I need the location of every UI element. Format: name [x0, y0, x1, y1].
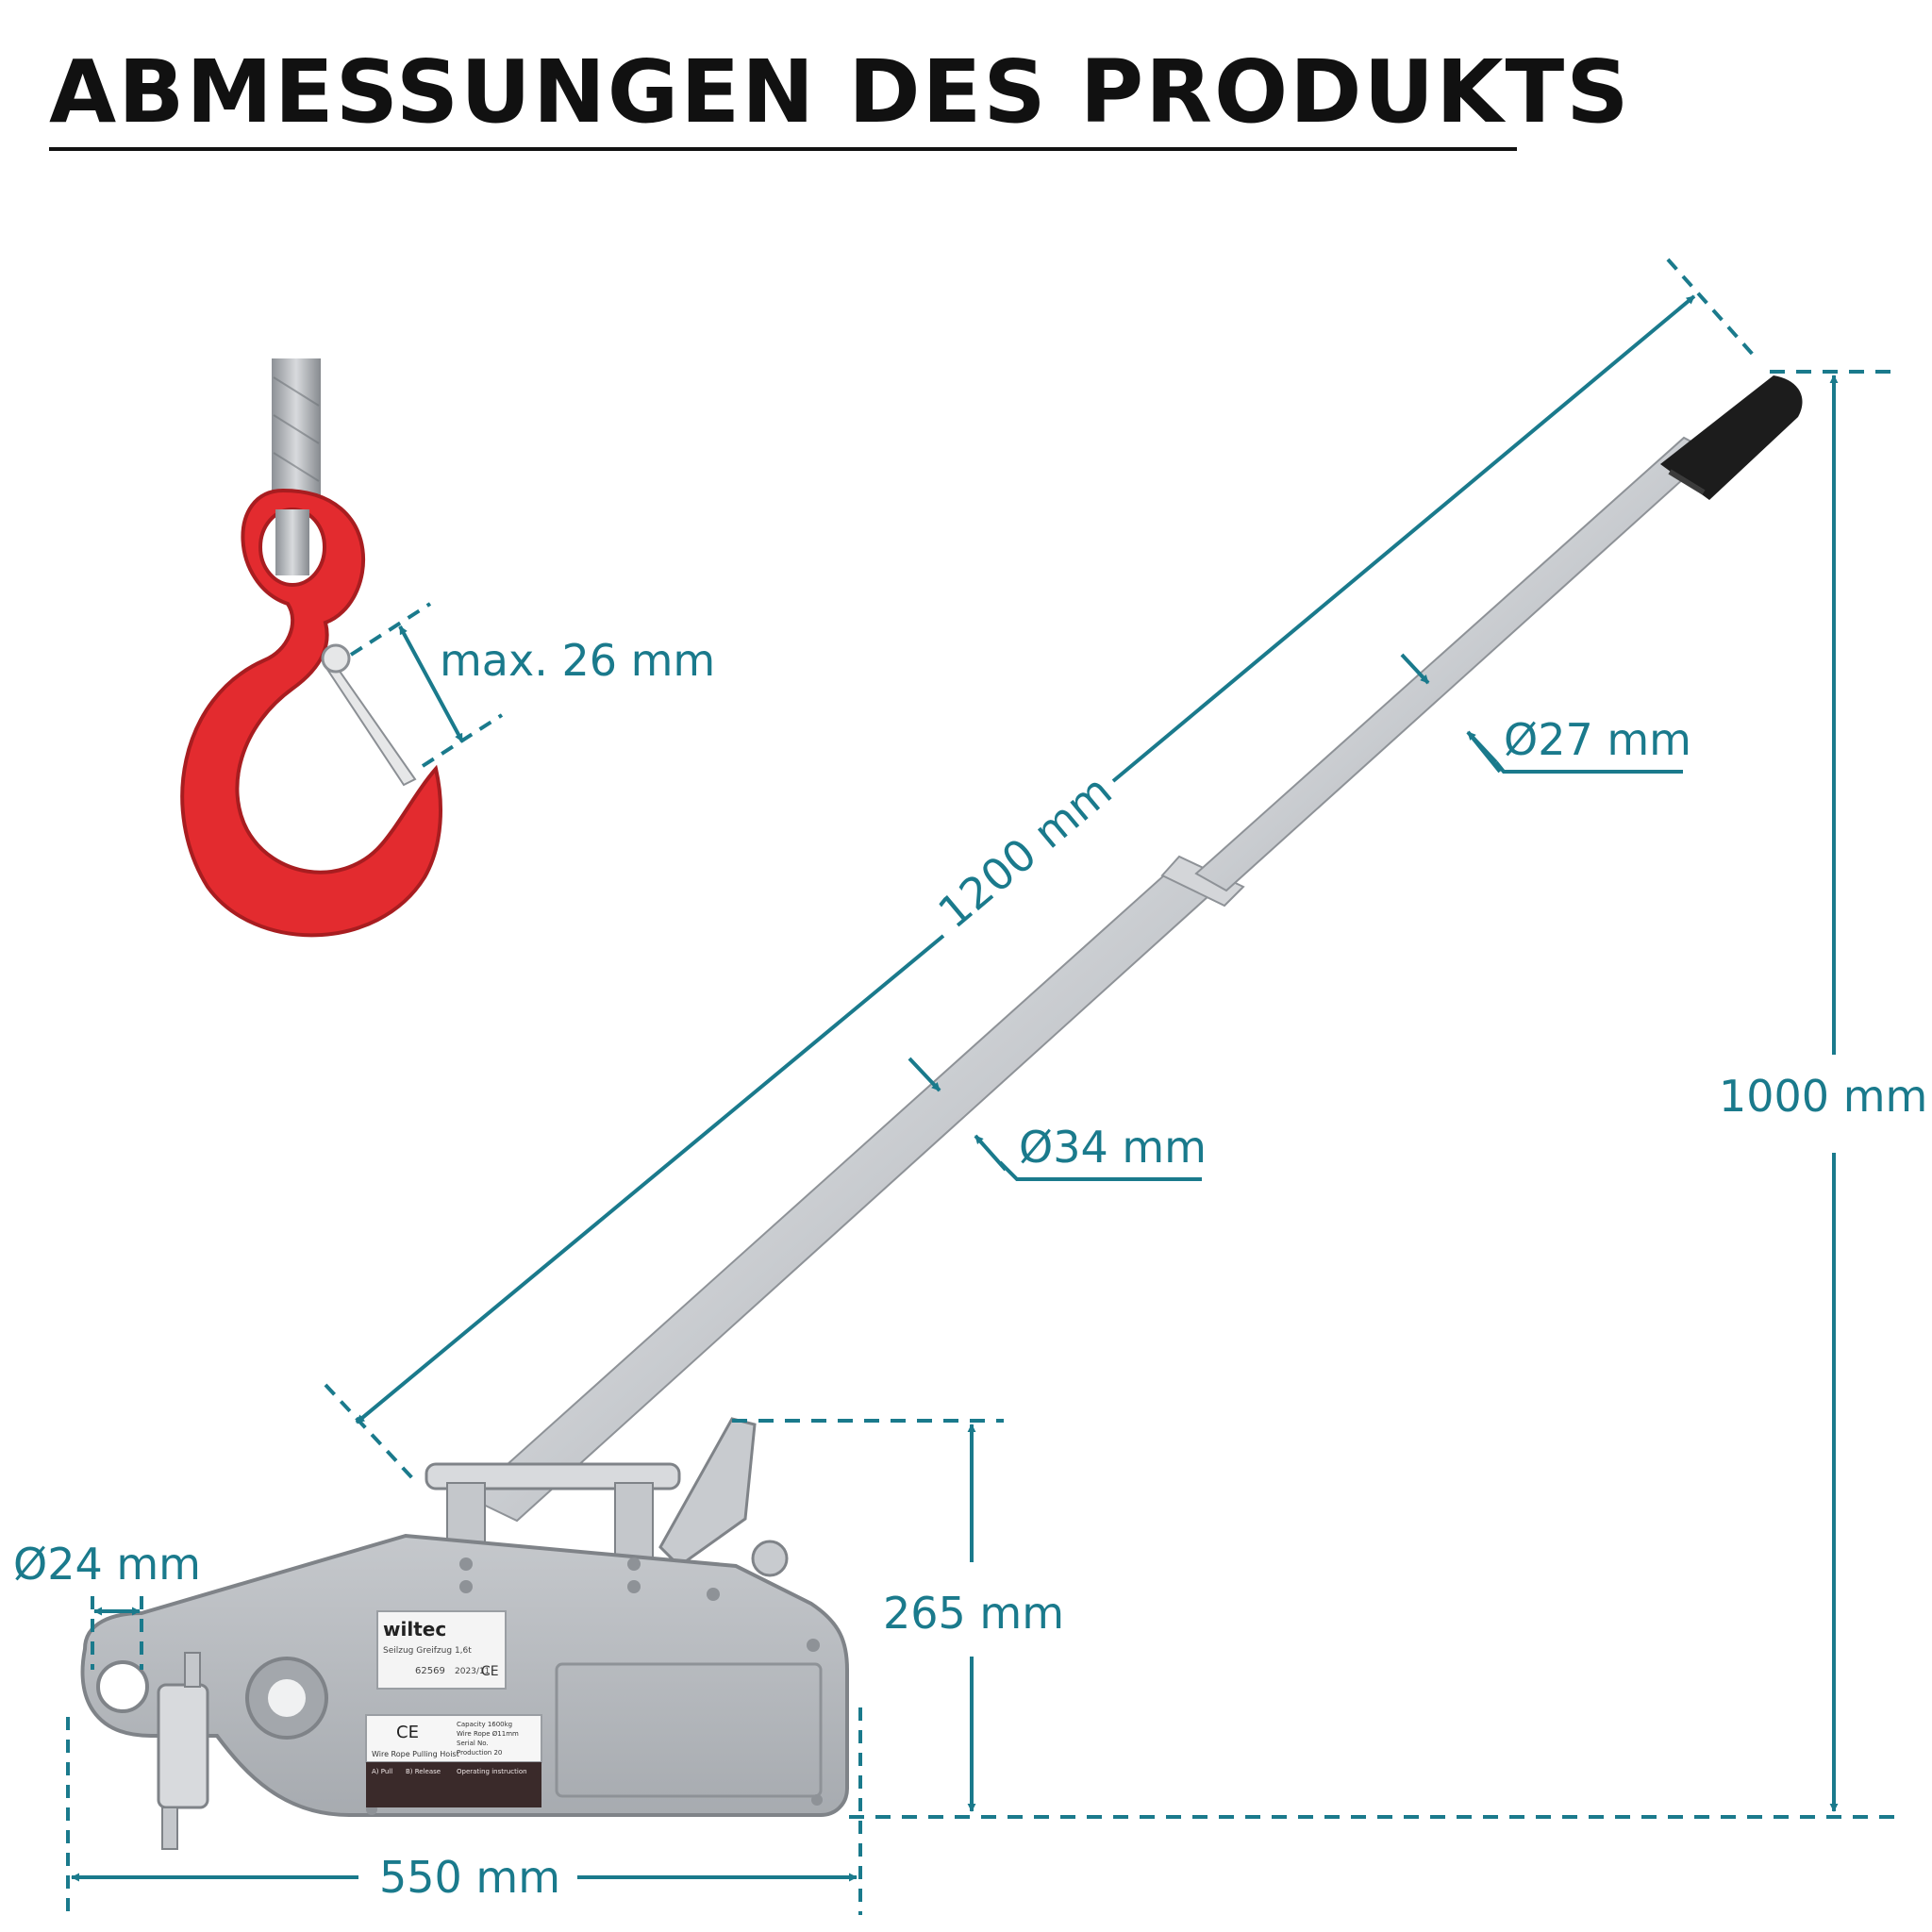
handle-diameter-lower-dimension [908, 1057, 1202, 1181]
body-length-label: 550 mm [379, 1852, 560, 1903]
handle-length-dimension [324, 258, 1757, 1483]
hook-illustration [180, 358, 442, 938]
handle-diameter-lower-label: Ø34 mm [1019, 1122, 1207, 1173]
body-height-label: 265 mm [883, 1588, 1064, 1639]
handle-length-label: 1200 mm [928, 765, 1121, 939]
page-title: ABMESSUNGEN DES PRODUKTS [49, 42, 1631, 142]
handle-diameter-upper-label: Ø27 mm [1504, 714, 1691, 765]
safety-latch [325, 658, 417, 787]
hook-opening-label: max. 26 mm [440, 635, 715, 686]
handle-diameter-upper-dimension [1400, 653, 1683, 774]
plate-line-3: Serial No. [457, 1740, 489, 1747]
plate-line-2: Wire Rope Ø11mm [457, 1730, 519, 1738]
instruction-header: Operating instruction [457, 1768, 527, 1775]
handle-grip [1660, 375, 1803, 500]
anchor-hole [96, 1660, 149, 1713]
title-underline [49, 147, 1517, 151]
plate-title: Wire Rope Pulling Hoist [372, 1750, 459, 1758]
instruction-b: B) Release [406, 1768, 441, 1775]
pin-diameter-dimension [91, 1596, 143, 1670]
pin-diameter-label: Ø24 mm [13, 1539, 201, 1590]
lever-handle [468, 375, 1803, 1523]
anchor-pin [157, 1683, 209, 1809]
plate-line-1: Capacity 1600kg [457, 1721, 512, 1728]
body-length-dimension [66, 1707, 862, 1915]
total-height-dimension [849, 370, 1900, 1819]
instruction-a: A) Pull [372, 1768, 392, 1775]
date-label: 2023/11 [455, 1667, 490, 1676]
total-height-label: 1000 mm [1719, 1071, 1927, 1122]
hook-opening-dimension [349, 602, 504, 768]
ce-mark-small: CE [481, 1664, 499, 1679]
body-height-dimension [732, 1419, 1004, 1812]
brand-label: wiltec [383, 1618, 446, 1641]
product-label: wiltec Seilzug Greifzug 1,6t 62569 2023/… [376, 1610, 507, 1690]
ce-mark: CE [396, 1723, 419, 1742]
type-plate: CE Wire Rope Pulling Hoist Capacity 1600… [365, 1714, 542, 1807]
model-label: Seilzug Greifzug 1,6t [383, 1646, 472, 1656]
plate-line-4: Production 20 [457, 1749, 502, 1757]
article-number: 62569 [415, 1666, 445, 1676]
